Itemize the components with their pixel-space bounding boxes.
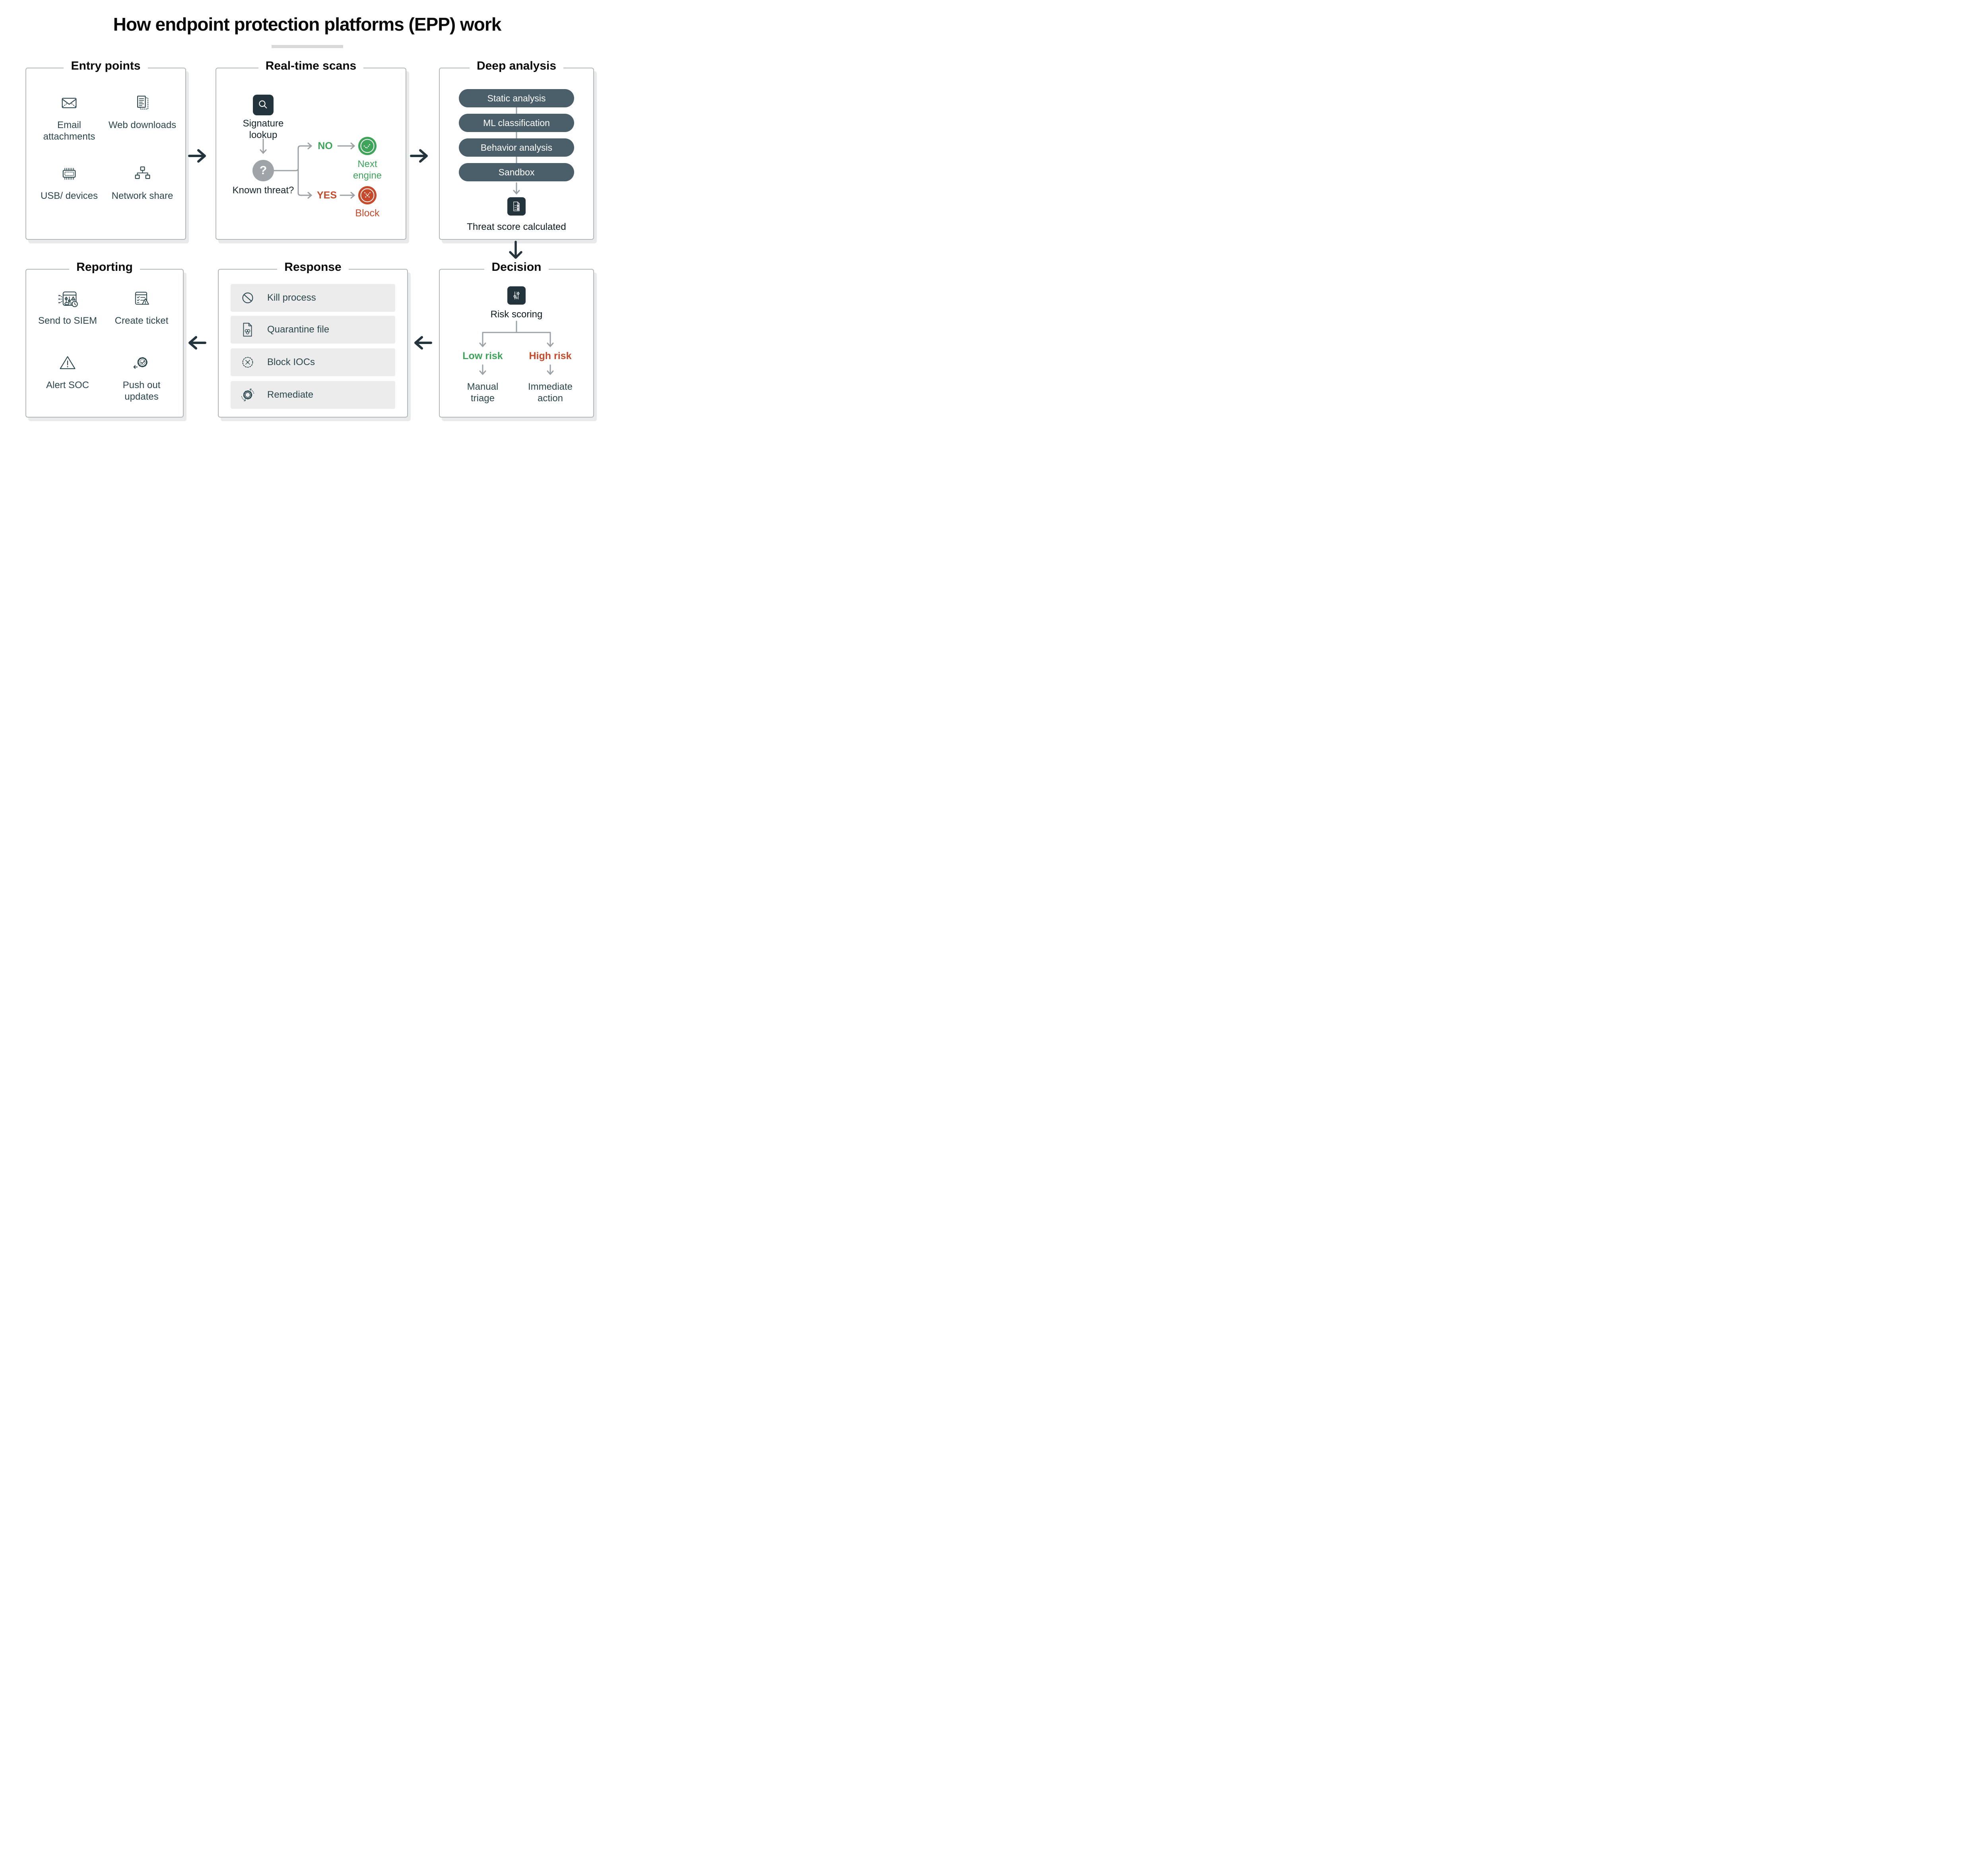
- panel-response: Response Kill process: [218, 260, 408, 418]
- send-to-siem-icon: [32, 287, 103, 310]
- panel-decision-title: Decision: [440, 260, 593, 274]
- branch-no-label: NO: [318, 140, 333, 152]
- response-row-label: Block IOCs: [267, 357, 315, 367]
- block-iocs-icon: [239, 353, 257, 371]
- block-circle-icon: [358, 186, 377, 204]
- high-risk-label: High risk: [529, 350, 572, 361]
- arrow-response-to-reporting: [188, 336, 206, 350]
- reporting-item-updates: Push out updates: [106, 352, 177, 402]
- risk-scoring-icon: [507, 286, 526, 305]
- decision-tree-lines: [479, 321, 554, 375]
- response-row-label: Kill process: [267, 292, 316, 303]
- entry-item-label: Network share: [111, 190, 173, 201]
- response-row-block-iocs: Block IOCs: [231, 348, 395, 376]
- entry-item-web: Web downloads: [107, 91, 178, 131]
- entry-item-label: Web downloads: [108, 120, 177, 130]
- remediate-icon: [239, 386, 257, 404]
- threat-score-label: Threat score calculated: [467, 222, 566, 232]
- entry-item-network: Network share: [107, 162, 178, 202]
- response-row-label: Quarantine file: [267, 324, 330, 335]
- response-row-remediate: Remediate: [231, 381, 395, 409]
- title-underline: [271, 45, 343, 48]
- reporting-item-siem: Send to SIEM: [32, 287, 103, 327]
- next-engine-label: Next engine: [353, 159, 382, 181]
- panel-reporting-title: Reporting: [26, 260, 183, 274]
- panel-reporting: Reporting: [25, 260, 184, 418]
- reporting-item-label: Alert SOC: [46, 380, 89, 391]
- signature-lookup-icon: [253, 95, 274, 115]
- panel-response-title: Response: [219, 260, 407, 274]
- response-row-kill: Kill process: [231, 284, 395, 312]
- page-title: How endpoint protection platforms (EPP) …: [113, 14, 502, 35]
- entry-item-label: USB/ devices: [40, 190, 98, 201]
- risk-scoring-label: Risk scoring: [490, 309, 543, 320]
- low-risk-label: Low risk: [462, 350, 503, 361]
- check-circle-icon: [358, 137, 377, 155]
- manual-triage-label: Manual triage: [467, 381, 499, 404]
- pill-sandbox: Sandbox: [459, 163, 574, 181]
- signature-lookup-label: Signature lookup: [243, 118, 284, 140]
- infographic-page: How endpoint protection platforms (EPP) …: [0, 0, 614, 430]
- response-row-label: Remediate: [267, 389, 314, 400]
- immediate-action-label: Immediate action: [528, 381, 573, 404]
- known-threat-icon: ?: [252, 160, 274, 181]
- reporting-item-label: Send to SIEM: [38, 315, 97, 326]
- kill-process-icon: [239, 289, 257, 307]
- panel-realtime-scans-title: Real-time scans: [216, 59, 406, 73]
- quarantine-file-icon: [239, 321, 257, 339]
- pill-behavior-analysis: Behavior analysis: [459, 138, 574, 157]
- response-row-quarantine: Quarantine file: [231, 316, 395, 344]
- network-share-icon: [107, 162, 178, 185]
- pill-static-analysis: Static analysis: [459, 89, 574, 107]
- reporting-item-alert: Alert SOC: [32, 352, 103, 391]
- pill-ml-classification: ML classification: [459, 114, 574, 132]
- entry-item-email: Email attachments: [33, 91, 105, 142]
- entry-item-label: Email attachments: [43, 120, 95, 142]
- block-label: Block: [355, 208, 380, 219]
- arrow-decision-to-response: [414, 336, 432, 350]
- push-updates-icon: [106, 352, 177, 375]
- threat-score-icon: [507, 197, 526, 216]
- reporting-item-label: Push out updates: [122, 380, 161, 402]
- panel-decision: Decision Risk scoring Low risk High risk…: [439, 260, 594, 418]
- arrow-entry-to-scans: [188, 149, 206, 163]
- alert-soc-icon: [32, 352, 103, 375]
- panel-entry-points: Entry points Email attachments Web downl…: [25, 59, 186, 240]
- usb-chip-icon: [33, 162, 105, 185]
- panel-deep-analysis: Deep analysis Static analysis ML classif…: [439, 59, 594, 240]
- email-icon: [33, 91, 105, 115]
- arrow-deep-to-decision: [509, 241, 522, 259]
- create-ticket-icon: [106, 287, 177, 310]
- panel-deep-analysis-title: Deep analysis: [440, 59, 593, 73]
- known-threat-label: Known threat?: [232, 185, 294, 196]
- panel-entry-points-title: Entry points: [26, 59, 185, 73]
- panel-realtime-scans: Real-time scans Signature lookup ? Known…: [215, 59, 406, 240]
- web-download-icon: [107, 91, 178, 115]
- branch-yes-label: YES: [316, 190, 337, 201]
- scan-flow-lines: [260, 138, 355, 199]
- deep-analysis-lines: [513, 107, 520, 195]
- reporting-item-label: Create ticket: [115, 315, 169, 326]
- arrow-scans-to-deep: [410, 149, 428, 163]
- reporting-item-ticket: Create ticket: [106, 287, 177, 327]
- entry-item-usb: USB/ devices: [33, 162, 105, 202]
